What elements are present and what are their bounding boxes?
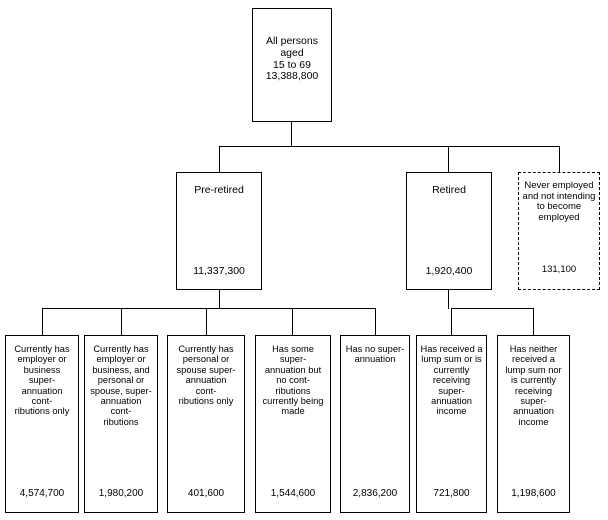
- node-all-persons: All persons aged 15 to 69 13,388,800: [252, 8, 332, 122]
- connector-pre-retired-bus: [42, 308, 375, 309]
- node-some-super-no-contributions: Has some super- annuation but no cont- r…: [255, 335, 331, 513]
- connector-pre-retired-stem: [219, 290, 220, 309]
- connector-drop-no-superannuation: [375, 308, 376, 335]
- connector-drop-retired: [448, 146, 449, 172]
- node-some-super-no-contributions-value: 1,544,600: [270, 488, 316, 499]
- connector-drop-neither-lump-sum-nor-income: [533, 308, 534, 335]
- node-personal-or-spouse-only: Currently has personal or spouse super- …: [167, 335, 245, 513]
- node-no-superannuation-label: Has no super- annuation: [345, 344, 405, 365]
- node-pre-retired-label: Pre-retired: [194, 184, 244, 196]
- connector-root-stem: [291, 122, 292, 147]
- connector-retired-stem: [448, 290, 449, 309]
- node-pre-retired: Pre-retired 11,337,300: [176, 172, 262, 290]
- node-employer-business-and-personal-spouse-label: Currently has employer or business, and …: [90, 344, 152, 427]
- node-employer-business-and-personal-spouse-value: 1,980,200: [98, 488, 144, 499]
- connector-drop-pre-retired: [219, 146, 220, 172]
- node-never-employed: Never employed and not intending to beco…: [518, 172, 600, 290]
- node-no-superannuation: Has no super- annuation 2,836,200: [340, 335, 410, 513]
- node-personal-or-spouse-only-value: 401,600: [187, 488, 225, 499]
- node-some-super-no-contributions-label: Has some super- annuation but no cont- r…: [262, 344, 324, 417]
- connector-drop-received-lump-sum-or-receiving-income: [451, 308, 452, 335]
- node-employer-or-business-only-label: Currently has employer or business super…: [14, 344, 70, 417]
- node-no-superannuation-value: 2,836,200: [352, 488, 398, 499]
- node-neither-lump-sum-nor-income-label: Has neither received a lump sum nor is c…: [505, 344, 562, 427]
- node-retired: Retired 1,920,400: [406, 172, 492, 290]
- connector-drop-some-super-no-contributions: [292, 308, 293, 335]
- node-employer-or-business-only: Currently has employer or business super…: [5, 335, 79, 513]
- node-received-lump-sum-or-receiving-income-value: 721,800: [433, 488, 470, 499]
- node-retired-label: Retired: [432, 184, 466, 196]
- node-pre-retired-value: 11,337,300: [193, 265, 245, 278]
- node-all-persons-value: 13,388,800: [265, 70, 319, 83]
- node-received-lump-sum-or-receiving-income: Has received a lump sum or is currently …: [416, 335, 487, 513]
- connector-drop-never-employed: [559, 146, 560, 172]
- node-neither-lump-sum-nor-income-value: 1,198,600: [511, 488, 556, 499]
- connector-drop-employer-business-and-personal-spouse: [121, 308, 122, 335]
- node-retired-value: 1,920,400: [425, 265, 473, 278]
- node-received-lump-sum-or-receiving-income-label: Has received a lump sum or is currently …: [420, 344, 483, 417]
- node-personal-or-spouse-only-label: Currently has personal or spouse super- …: [176, 344, 236, 407]
- node-all-persons-label: All persons aged 15 to 69: [266, 35, 318, 71]
- connector-level1-bus: [219, 146, 560, 147]
- node-neither-lump-sum-nor-income: Has neither received a lump sum nor is c…: [497, 335, 570, 513]
- node-employer-or-business-only-value: 4,574,700: [19, 488, 65, 499]
- node-employer-business-and-personal-spouse: Currently has employer or business, and …: [84, 335, 158, 513]
- connector-drop-personal-or-spouse-only: [206, 308, 207, 335]
- connector-retired-bus: [451, 308, 534, 309]
- connector-drop-employer-or-business-only: [42, 308, 43, 335]
- node-never-employed-value: 131,100: [541, 263, 577, 275]
- node-never-employed-label: Never employed and not intending to beco…: [522, 180, 596, 223]
